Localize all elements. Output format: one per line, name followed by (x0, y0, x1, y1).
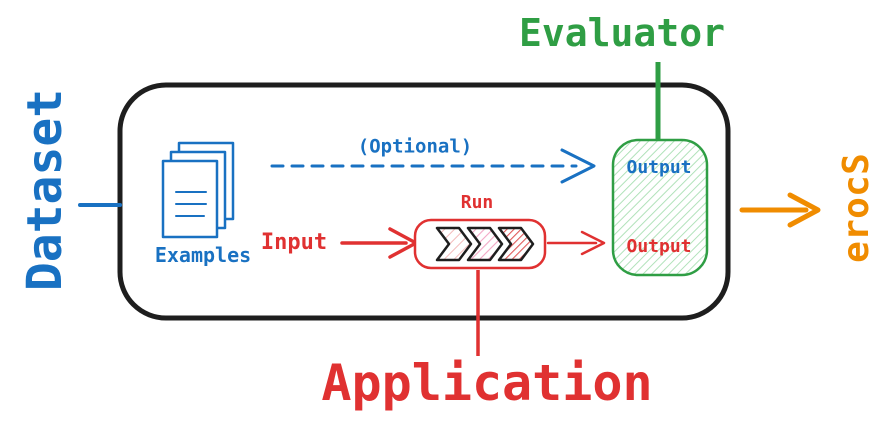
application-label: Application (321, 354, 653, 412)
run-output-arrow (546, 230, 606, 256)
documents-icon (161, 141, 235, 239)
system-boundary-box (117, 82, 731, 321)
optional-label: (Optional) (357, 135, 473, 158)
evaluator-output-label: Output (626, 157, 692, 178)
input-label: Input (260, 230, 328, 255)
evaluator-label: Evaluator (519, 11, 725, 55)
optional-dashed-arrow (270, 148, 596, 184)
dataset-label: Dataset (17, 88, 73, 292)
input-arrow (340, 227, 418, 259)
run-step-chevron-2 (466, 226, 504, 262)
run-step-chevron-3 (497, 226, 535, 262)
score-arrow (739, 192, 821, 228)
examples-label: Examples (154, 243, 252, 267)
run-step-chevron-1 (435, 226, 473, 262)
app-output-label: Output (626, 236, 692, 257)
run-label: Run (460, 192, 494, 213)
run-box (413, 218, 547, 270)
